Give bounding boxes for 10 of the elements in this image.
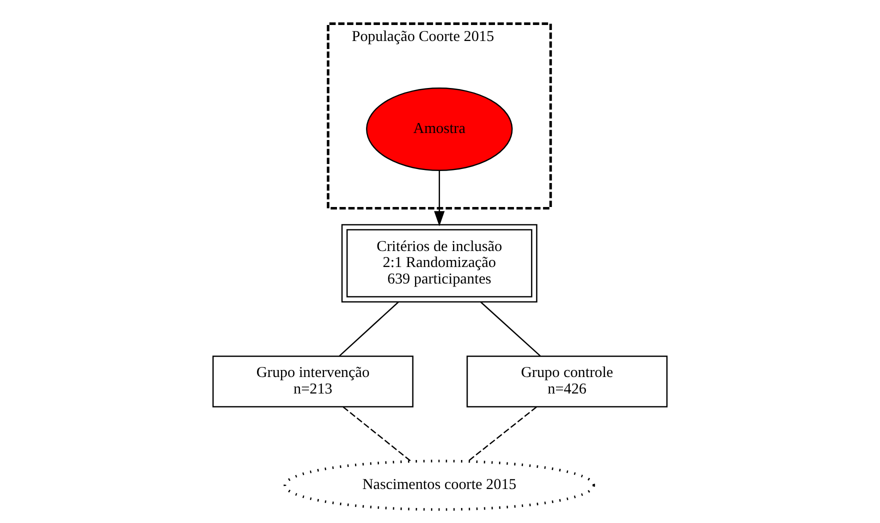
node-box: Critérios de inclusão 2:1 Randomização 639 participantes — [341, 224, 538, 302]
node-ellipse: Amostra — [366, 88, 513, 171]
connector — [339, 302, 399, 356]
arrow — [434, 170, 445, 226]
node-box: Grupo intervenção n=213 — [212, 356, 414, 408]
connector — [480, 302, 541, 356]
connector — [468, 406, 537, 462]
node-box: Grupo controle n=426 — [466, 356, 668, 408]
connector — [342, 406, 412, 462]
node-ellipse: Nascimentos coorte 2015 — [284, 460, 596, 511]
